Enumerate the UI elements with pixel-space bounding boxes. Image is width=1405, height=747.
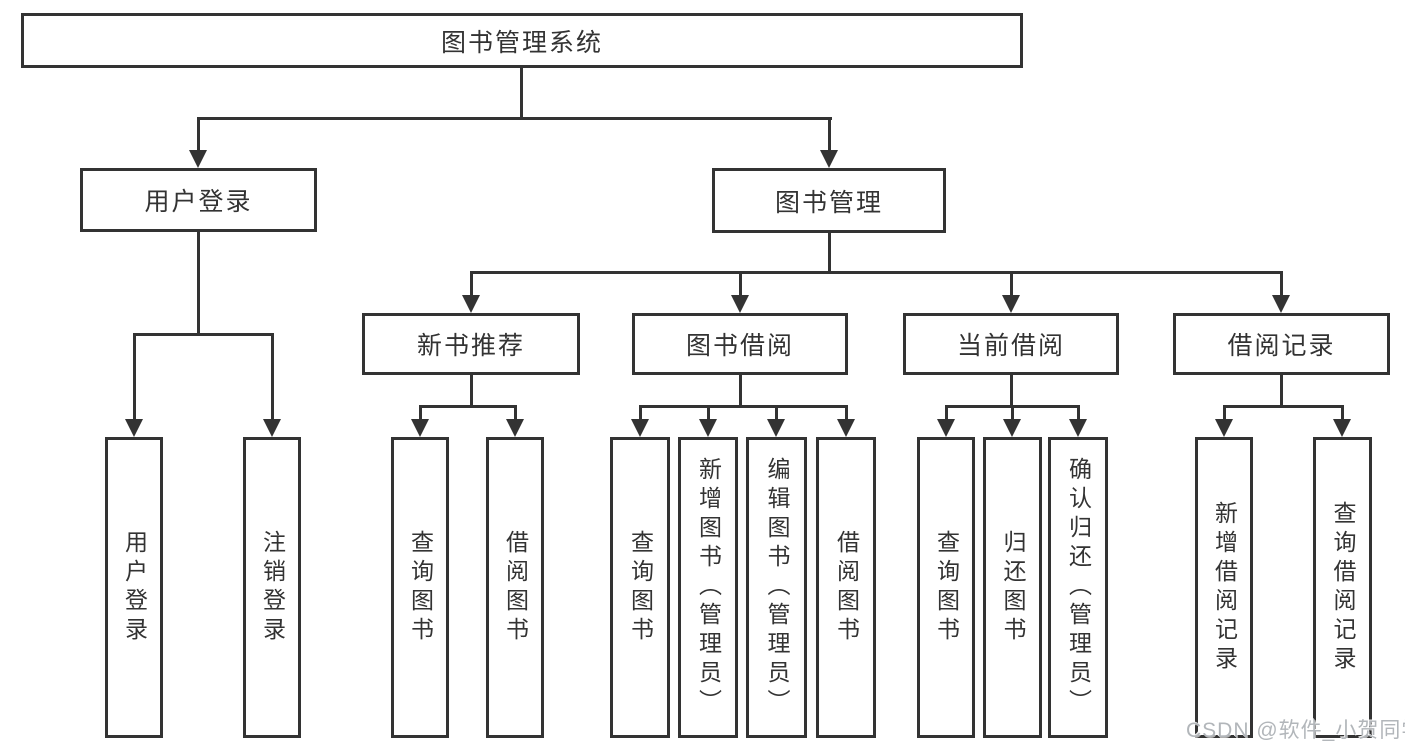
connector-line (739, 271, 742, 299)
connector-line (419, 405, 517, 408)
node-library-system: 图书管理系统 (21, 13, 1023, 68)
node-query-books-recommend-label: 查询图书 (407, 529, 434, 646)
connector-line (1280, 375, 1283, 408)
connector-line (271, 333, 274, 422)
node-confirm-return-admin: 确认归还（管理员） (1048, 437, 1108, 738)
connector-line (1223, 405, 1344, 408)
arrow-down-icon (189, 150, 207, 168)
node-library-system-label: 图书管理系统 (440, 28, 603, 57)
node-borrow-books-borrowing-label: 借阅图书 (833, 529, 860, 646)
connector-line (197, 117, 832, 120)
connector-line (133, 333, 136, 422)
connector-line (133, 333, 274, 336)
connector-line (1010, 271, 1013, 299)
node-borrow-records: 借阅记录 (1173, 313, 1390, 375)
arrow-down-icon (820, 150, 838, 168)
node-query-borrow-record-label: 查询借阅记录 (1330, 500, 1356, 675)
connector-line (828, 117, 831, 153)
node-borrow-books-recommend-label: 借阅图书 (502, 529, 529, 646)
arrow-down-icon (1003, 419, 1021, 437)
arrow-down-icon (125, 419, 143, 437)
connector-line (639, 405, 848, 408)
node-query-borrow-record: 查询借阅记录 (1313, 437, 1372, 738)
node-add-borrow-record: 新增借阅记录 (1195, 437, 1253, 738)
connector-line (775, 405, 778, 421)
arrow-down-icon (837, 419, 855, 437)
node-user-login: 用户登录 (80, 168, 317, 232)
arrow-down-icon (506, 419, 524, 437)
node-new-book-recommend-label: 新书推荐 (416, 332, 525, 360)
connector-line (520, 68, 523, 120)
node-current-borrowing-label: 当前借阅 (956, 332, 1065, 360)
csdn-watermark: CSDN @软件_小贺同学 (1186, 719, 1405, 742)
node-query-books-current-label: 查询图书 (933, 529, 960, 646)
node-user-login-leaf: 用户登录 (105, 437, 163, 738)
connector-line (739, 375, 742, 408)
connector-line (1280, 271, 1283, 299)
arrow-down-icon (1333, 419, 1351, 437)
connector-line (197, 232, 200, 335)
connector-line (1223, 405, 1226, 421)
node-return-books: 归还图书 (983, 437, 1042, 738)
arrow-down-icon (411, 419, 429, 437)
node-add-borrow-record-label: 新增借阅记录 (1211, 500, 1238, 675)
node-borrow-books-borrowing: 借阅图书 (816, 437, 876, 738)
arrow-down-icon (631, 419, 649, 437)
connector-line (845, 405, 848, 421)
connector-line (470, 375, 473, 408)
connector-line (514, 405, 517, 421)
node-query-books-borrowing: 查询图书 (610, 437, 670, 738)
arrow-down-icon (731, 295, 749, 313)
node-add-books-admin: 新增图书（管理员） (678, 437, 738, 738)
node-user-login-label: 用户登录 (144, 188, 253, 216)
connector-line (828, 233, 831, 274)
node-edit-books-admin: 编辑图书（管理员） (746, 437, 807, 738)
arrow-down-icon (699, 419, 717, 437)
node-query-books-current: 查询图书 (917, 437, 975, 738)
arrow-down-icon (1215, 419, 1233, 437)
node-borrow-records-label: 借阅记录 (1227, 332, 1336, 360)
arrow-down-icon (1069, 419, 1087, 437)
connector-line (707, 405, 710, 421)
connector-line (197, 117, 200, 153)
arrow-down-icon (767, 419, 785, 437)
node-book-management: 图书管理 (712, 168, 946, 233)
arrow-down-icon (263, 419, 281, 437)
connector-line (1010, 375, 1013, 408)
connector-line (1011, 405, 1014, 421)
arrow-down-icon (462, 295, 480, 313)
node-current-borrowing: 当前借阅 (903, 313, 1119, 375)
node-add-books-admin-label: 新增图书（管理员） (695, 457, 722, 718)
connector-line (1341, 405, 1344, 421)
arrow-down-icon (1272, 295, 1290, 313)
connector-line (639, 405, 642, 421)
connector-line (1077, 405, 1080, 421)
node-book-borrowing-label: 图书借阅 (685, 332, 794, 360)
node-book-borrowing: 图书借阅 (632, 313, 848, 375)
arrow-down-icon (937, 419, 955, 437)
connector-line (470, 271, 1283, 274)
node-book-management-label: 图书管理 (774, 188, 883, 217)
connector-line (419, 405, 422, 421)
node-logout-label: 注销登录 (259, 529, 286, 646)
connector-line (470, 271, 473, 299)
node-user-login-leaf-label: 用户登录 (121, 529, 148, 646)
connector-line (945, 405, 948, 421)
node-query-books-recommend: 查询图书 (391, 437, 449, 738)
node-new-book-recommend: 新书推荐 (362, 313, 580, 375)
arrow-down-icon (1002, 295, 1020, 313)
node-query-books-borrowing-label: 查询图书 (627, 529, 654, 646)
node-return-books-label: 归还图书 (1000, 529, 1026, 646)
node-borrow-books-recommend: 借阅图书 (486, 437, 544, 738)
node-logout: 注销登录 (243, 437, 301, 738)
node-confirm-return-admin-label: 确认归还（管理员） (1065, 457, 1092, 718)
node-edit-books-admin-label: 编辑图书（管理员） (764, 457, 790, 718)
